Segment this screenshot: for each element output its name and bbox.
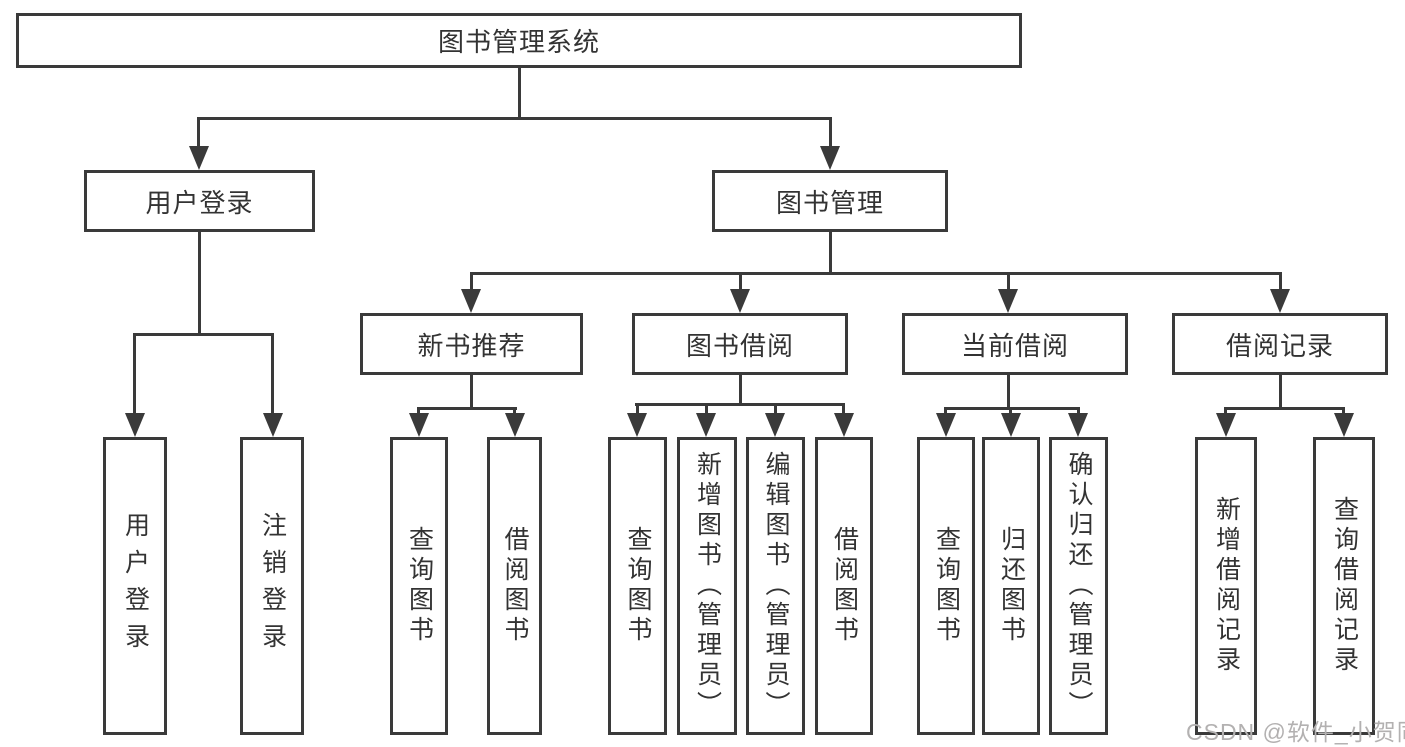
connector-new-book-hbar xyxy=(417,407,517,410)
arrow-down-icon xyxy=(696,413,716,437)
leaf-edit-book-admin-label: 编辑图书（管理员） xyxy=(762,451,790,721)
node-current-borrowing-label: 当前借阅 xyxy=(960,330,1069,361)
connector-current-borrow-stem xyxy=(1007,375,1010,410)
leaf-return-books-label: 归还图书 xyxy=(997,526,1026,646)
arrow-down-icon xyxy=(820,146,840,170)
arrow-down-icon xyxy=(1334,413,1354,437)
connector-book-management-stem xyxy=(829,232,832,275)
arrow-down-icon xyxy=(936,413,956,437)
leaf-query-books-recommend: 查询图书 xyxy=(390,437,448,735)
connector-borrow-records-drop xyxy=(1279,272,1282,296)
connector-new-book-stem xyxy=(470,375,473,410)
leaf-logout-login-label: 注销登录 xyxy=(258,512,287,660)
connector-current-borrow-hbar xyxy=(944,407,1080,410)
connector-current-borrow-drop xyxy=(1007,272,1010,296)
leaf-add-book-admin: 新增图书（管理员） xyxy=(677,437,737,735)
node-book-management: 图书管理 xyxy=(712,170,948,232)
leaf-confirm-return-admin: 确认归还（管理员） xyxy=(1049,437,1108,735)
node-current-borrowing: 当前借阅 xyxy=(902,313,1128,375)
connector-book-borrow-hbar xyxy=(635,403,845,406)
arrow-down-icon xyxy=(409,413,429,437)
leaf-query-books-recommend-label: 查询图书 xyxy=(405,526,434,646)
arrow-down-icon xyxy=(1216,413,1236,437)
leaf-add-borrow-record-label: 新增借阅记录 xyxy=(1212,496,1241,676)
leaf-edit-book-admin: 编辑图书（管理员） xyxy=(746,437,805,735)
node-user-login-label: 用户登录 xyxy=(145,187,254,218)
connector-leaf-logout-drop xyxy=(271,333,274,417)
leaf-confirm-return-admin-label: 确认归还（管理员） xyxy=(1065,451,1093,721)
node-book-management-label: 图书管理 xyxy=(775,187,884,218)
watermark-text: CSDN @软件_小贺同学 xyxy=(1186,719,1405,745)
leaf-add-borrow-record: 新增借阅记录 xyxy=(1195,437,1257,735)
leaf-query-books-current-label: 查询图书 xyxy=(932,526,961,646)
leaf-query-borrow-record: 查询借阅记录 xyxy=(1313,437,1375,735)
connector-root-hbar xyxy=(197,117,832,120)
arrow-down-icon xyxy=(505,413,525,437)
arrow-down-icon xyxy=(998,289,1018,313)
connector-book-borrow-stem xyxy=(739,375,742,406)
leaf-user-login: 用户登录 xyxy=(103,437,167,735)
connector-borrow-records-stem xyxy=(1279,375,1282,410)
connector-leaf-drop xyxy=(842,403,845,419)
arrow-down-icon xyxy=(627,413,647,437)
node-new-book-recommendation-label: 新书推荐 xyxy=(417,330,526,361)
arrow-down-icon xyxy=(1001,413,1021,437)
leaf-return-books: 归还图书 xyxy=(982,437,1040,735)
connector-leaf-drop xyxy=(705,403,708,419)
arrow-down-icon xyxy=(461,289,481,313)
leaf-borrow-books: 借阅图书 xyxy=(815,437,873,735)
arrow-down-icon xyxy=(189,146,209,170)
leaf-borrow-books-recommend-label: 借阅图书 xyxy=(501,526,529,646)
arrow-down-icon xyxy=(730,289,750,313)
node-user-login: 用户登录 xyxy=(84,170,315,232)
node-borrowing-records: 借阅记录 xyxy=(1172,313,1388,375)
connector-borrow-records-hbar xyxy=(1224,407,1344,410)
connector-user-login-hbar xyxy=(133,333,274,336)
leaf-borrow-books-recommend: 借阅图书 xyxy=(487,437,542,735)
connector-user-login-drop xyxy=(197,117,200,155)
leaf-logout-login: 注销登录 xyxy=(240,437,304,735)
connector-book-management-hbar xyxy=(470,272,1282,275)
node-book-borrowing-label: 图书借阅 xyxy=(685,330,794,361)
node-library-system-label: 图书管理系统 xyxy=(437,27,600,57)
node-library-system: 图书管理系统 xyxy=(16,13,1022,68)
arrow-down-icon xyxy=(263,413,283,437)
connector-leaf-drop xyxy=(636,403,639,419)
arrow-down-icon xyxy=(765,413,785,437)
leaf-borrow-books-label: 借阅图书 xyxy=(830,526,859,646)
node-new-book-recommendation: 新书推荐 xyxy=(360,313,583,375)
connector-book-borrow-drop xyxy=(739,272,742,296)
leaf-query-books-current: 查询图书 xyxy=(917,437,975,735)
arrow-down-icon xyxy=(1270,289,1290,313)
connector-book-management-drop xyxy=(829,117,832,155)
leaf-query-borrow-record-label: 查询借阅记录 xyxy=(1330,496,1359,676)
connector-leaf-drop xyxy=(774,403,777,419)
leaf-query-books-borrow: 查询图书 xyxy=(608,437,667,735)
leaf-user-login-label: 用户登录 xyxy=(121,512,150,660)
node-borrowing-records-label: 借阅记录 xyxy=(1225,330,1334,361)
connector-leaf-user-login-drop xyxy=(133,333,136,417)
connector-root-stem xyxy=(518,68,521,120)
leaf-add-book-admin-label: 新增图书（管理员） xyxy=(693,451,722,721)
leaf-query-books-borrow-label: 查询图书 xyxy=(624,526,652,646)
node-book-borrowing: 图书借阅 xyxy=(632,313,848,375)
arrow-down-icon xyxy=(1068,413,1088,437)
arrow-down-icon xyxy=(125,413,145,437)
arrow-down-icon xyxy=(834,413,854,437)
connector-new-book-drop xyxy=(470,272,473,296)
connector-user-login-stem xyxy=(198,232,201,336)
